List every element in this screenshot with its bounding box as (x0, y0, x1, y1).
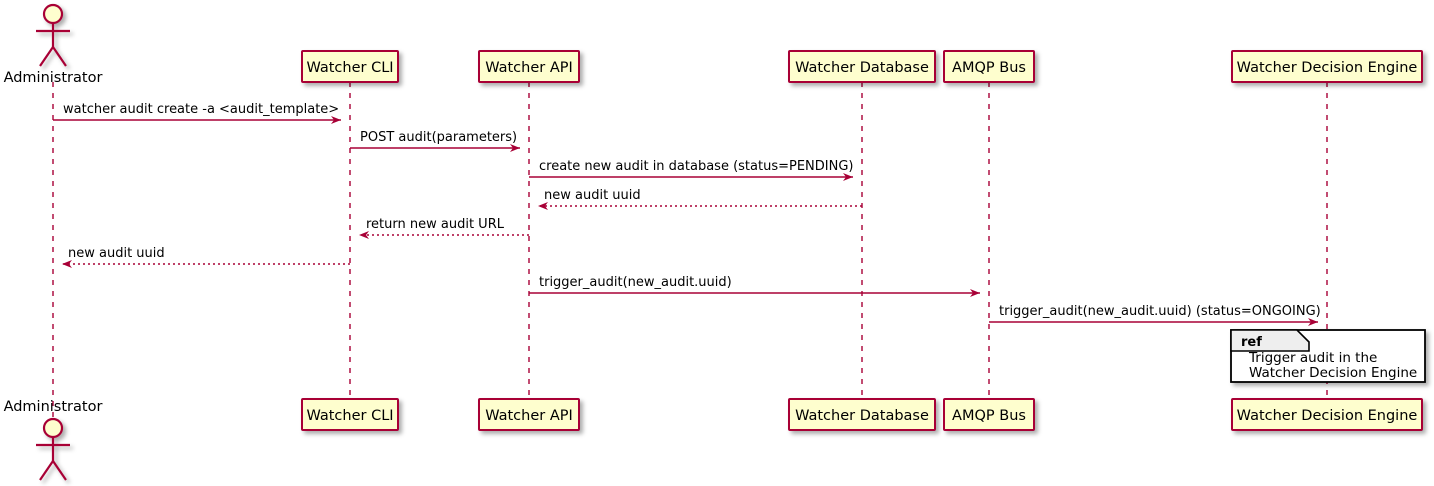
message-label: return new audit URL (366, 217, 505, 232)
participant-label: Watcher Decision Engine (1237, 408, 1418, 424)
ref-fragment-tab (1230, 329, 1310, 352)
actor-administrator-top[interactable] (36, 3, 70, 67)
participant-label: Watcher Decision Engine (1237, 60, 1418, 76)
participant-label: Watcher Database (795, 408, 929, 424)
participant-watcher-database-top[interactable]: Watcher Database (788, 50, 936, 83)
participant-box (301, 50, 399, 83)
message-post-audit[interactable]: POST audit(parameters) (350, 130, 520, 152)
participant-watcher-decision-engine-bottom[interactable]: Watcher Decision Engine (1231, 398, 1423, 431)
message-return-new-audit-url[interactable]: return new audit URL (359, 217, 529, 239)
actor-right-leg-line (52, 460, 67, 481)
message-new-audit-uuid-db[interactable]: new audit uuid (538, 188, 862, 210)
participant-box (1231, 50, 1423, 83)
participant-label: Watcher CLI (306, 60, 393, 76)
message-label: new audit uuid (544, 188, 641, 203)
message-label: POST audit(parameters) (360, 130, 517, 145)
message-label: create new audit in database (status=PEN… (539, 159, 854, 174)
participant-watcher-api-bottom[interactable]: Watcher API (478, 398, 580, 431)
message-new-audit-uuid-cli[interactable]: new audit uuid (62, 246, 350, 268)
participant-watcher-database-bottom[interactable]: Watcher Database (788, 398, 936, 431)
message-label: new audit uuid (68, 246, 165, 261)
participant-box (788, 398, 936, 431)
participant-box (1231, 398, 1423, 431)
message-label: trigger_audit(new_audit.uuid) (status=ON… (999, 304, 1321, 319)
participant-watcher-decision-engine-top[interactable]: Watcher Decision Engine (1231, 50, 1423, 83)
participant-label: Watcher API (485, 408, 573, 424)
ref-fragment-tag-label: ref (1241, 335, 1262, 350)
participant-box (943, 50, 1035, 83)
message-watcher-audit-create[interactable]: watcher audit create -a <audit_template> (53, 102, 341, 124)
actor-label-bottom: Administrator (4, 399, 103, 415)
message-label: watcher audit create -a <audit_template> (63, 102, 339, 117)
lifelines-group (52, 82, 1328, 430)
actor-administrator-bottom[interactable] (36, 417, 70, 481)
message-trigger-audit-engine[interactable]: trigger_audit(new_audit.uuid) (status=ON… (989, 304, 1321, 326)
actor-left-leg-line (39, 46, 54, 67)
participant-label: Watcher CLI (306, 408, 393, 424)
participant-amqp-bus-bottom[interactable]: AMQP Bus (943, 398, 1035, 431)
participant-label: AMQP Bus (952, 408, 1026, 424)
participant-box (478, 398, 580, 431)
ref-fragment-line-1: Trigger audit in the (1248, 350, 1377, 366)
participant-box (788, 50, 936, 83)
participant-label: Watcher Database (795, 60, 929, 76)
participant-box (301, 398, 399, 431)
participant-box (943, 398, 1035, 431)
participant-watcher-api-top[interactable]: Watcher API (478, 50, 580, 83)
participant-amqp-bus-top[interactable]: AMQP Bus (943, 50, 1035, 83)
actor-label-top: Administrator (4, 70, 103, 86)
ref-fragment-line-2: Watcher Decision Engine (1249, 365, 1417, 381)
message-trigger-audit-bus[interactable]: trigger_audit(new_audit.uuid) (529, 275, 980, 297)
actor-head-icon (42, 417, 64, 439)
ref-fragment-trigger-audit[interactable]: ref Trigger audit in the Watcher Decisio… (1230, 329, 1426, 383)
actor-head-icon (42, 3, 64, 25)
participant-label: Watcher API (485, 60, 573, 76)
actor-left-leg-line (39, 460, 54, 481)
message-create-new-audit[interactable]: create new audit in database (status=PEN… (529, 159, 854, 181)
actor-right-leg-line (52, 46, 67, 67)
participant-watcher-cli-bottom[interactable]: Watcher CLI (301, 398, 399, 431)
participant-label: AMQP Bus (952, 60, 1026, 76)
participant-box (478, 50, 580, 83)
participant-watcher-cli-top[interactable]: Watcher CLI (301, 50, 399, 83)
message-label: trigger_audit(new_audit.uuid) (539, 275, 732, 290)
